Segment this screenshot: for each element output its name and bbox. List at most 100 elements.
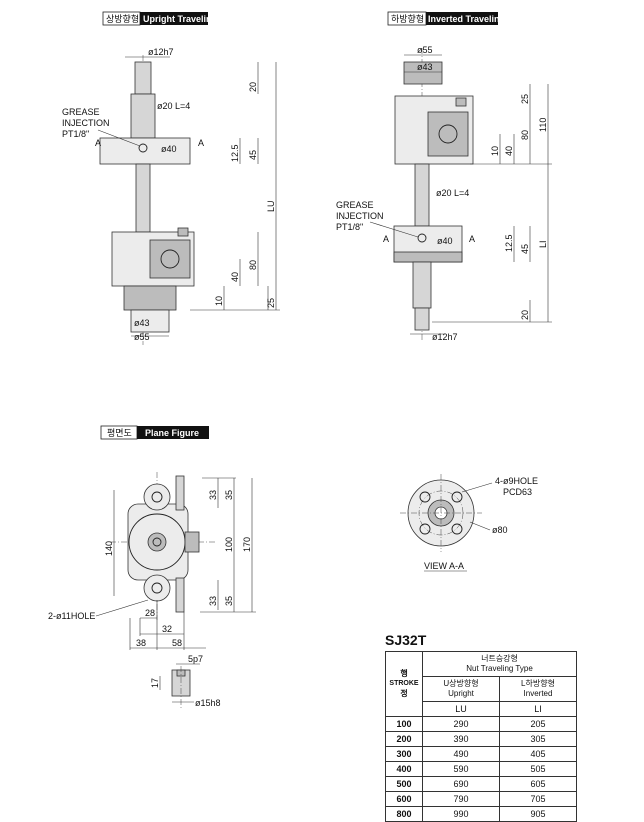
upright-grease-line2: INJECTION (62, 118, 110, 128)
group-ko: 너트승강형 (481, 654, 518, 663)
inverted-vent (455, 97, 467, 107)
inverted-top-boss (403, 61, 443, 85)
plane-dim-58: 58 (172, 638, 182, 648)
lu-cell: 990 (422, 806, 500, 822)
upright-base-43-dim: ø43 (134, 318, 150, 328)
stroke-cell: 500 (385, 776, 423, 792)
inverted-dim-10: 10 (490, 146, 500, 156)
upright-dim-45: 45 (248, 150, 258, 160)
view-aa-dim-line (461, 482, 493, 493)
inverted-section-a-right: A (469, 234, 475, 244)
inverted-label-en: Inverted Traveling (428, 14, 505, 24)
li-cell: 405 (499, 746, 577, 762)
upright-dim-80: 80 (248, 260, 258, 270)
upright-col-header: U상방향형 Upright (422, 676, 500, 702)
plane-dim-100: 100 (224, 537, 234, 552)
view-aa-pcd-label: PCD63 (503, 487, 532, 497)
upright-worm-housing (149, 239, 191, 279)
table-row: 800 990 905 (385, 806, 577, 822)
inverted-dim-25: 25 (520, 94, 530, 104)
table-row: 500 690 605 (385, 776, 577, 792)
plane-dim-35-bot: 35 (224, 596, 234, 606)
li-cell: 205 (499, 716, 577, 732)
stroke-cell: 800 (385, 806, 423, 822)
inverted-collar (412, 261, 432, 309)
plane-label-ko: 평면도 (107, 428, 132, 438)
upright-shaft-tip-dim: ø12h7 (148, 47, 174, 57)
lu-cell: 390 (422, 731, 500, 747)
group-en: Nut Traveling Type (466, 664, 533, 673)
stroke-header: 행 STROKE 정 (385, 651, 423, 717)
inverted-collar-dim: ø20 L=4 (436, 188, 469, 198)
upright-dim-12-5: 12.5 (230, 144, 240, 162)
stroke-cell: 100 (385, 716, 423, 732)
table-row: 600 790 705 (385, 791, 577, 807)
plane-bottom-hole (151, 582, 163, 594)
col-li: LI (499, 701, 577, 717)
upright-worm-shaft (160, 249, 180, 269)
inverted-worm-housing (427, 111, 469, 157)
stroke-ko-2: 정 (400, 689, 408, 698)
table-row: 300 490 405 (385, 746, 577, 762)
stroke-cell: 400 (385, 761, 423, 777)
plane-screw-core (152, 537, 162, 547)
upright-label-ko: 상방향형 (106, 13, 139, 24)
inverted-dim-li: LI (538, 240, 548, 248)
view-aa-hole-2 (451, 491, 463, 503)
inverted-dim-12-5: 12.5 (504, 234, 514, 252)
plane-dim-line (95, 599, 149, 617)
stroke-cell: 200 (385, 731, 423, 747)
inverted-nut-flange (393, 251, 463, 263)
inverted-ko: L하방향형 (521, 679, 555, 688)
plane-worm-top (175, 475, 185, 511)
spec-table: 행 STROKE 정 너트승강형 Nut Traveling Type U상방향… (385, 651, 577, 822)
plane-dim-140: 140 (104, 541, 114, 556)
plane-dim-17: 17 (150, 678, 160, 688)
upright-shaft-tip (134, 61, 152, 95)
view-aa-dia-label: ø80 (492, 525, 508, 535)
upright-collar-dim: ø20 L=4 (157, 101, 190, 111)
lu-cell: 590 (422, 761, 500, 777)
plane-label-en-box (137, 426, 209, 439)
upright-vent (177, 227, 189, 237)
upright-grease-fitting (138, 143, 148, 153)
plane-motor-boss (184, 531, 200, 553)
table-row: 100 290 205 (385, 716, 577, 732)
upright-base (123, 285, 177, 311)
inverted-col-header: L하방향형 Inverted (499, 676, 577, 702)
inverted-worm-shaft (438, 124, 458, 144)
li-cell: 305 (499, 731, 577, 747)
inverted-top-55-dim: ø55 (417, 45, 433, 55)
inverted-en: Inverted (523, 689, 553, 698)
plane-screw-end (147, 532, 167, 552)
plane-bottom-lug (143, 574, 171, 602)
plane-view: 평면도 Plane Figure 33 35 100 170 33 35 (48, 425, 256, 708)
li-cell: 705 (499, 791, 577, 807)
inverted-dim-40: 40 (504, 146, 514, 156)
upright-dim-10: 10 (214, 296, 224, 306)
plane-tip-dim: ø15h8 (195, 698, 221, 708)
col-lu: LU (422, 701, 500, 717)
plane-key-dim: 5p7 (188, 654, 203, 664)
upright-screw (135, 163, 151, 233)
upright-grease-line1: GREASE (62, 107, 100, 117)
plane-top-hole (151, 491, 163, 503)
plane-dim-33-bot: 33 (208, 596, 218, 606)
upright-view: 상방향형 Upright Traveling ø12h7 ø20 L=4 GRE… (62, 11, 280, 345)
inverted-label-ko: 하방향형 (391, 13, 424, 24)
upright-section-a-left: A (95, 138, 101, 148)
plane-worm-bottom (175, 577, 185, 613)
view-aa-hole-3 (419, 523, 431, 535)
upright-bottom (130, 309, 170, 333)
group-header: 너트승강형 Nut Traveling Type (422, 651, 577, 677)
view-aa-dim-line (469, 521, 491, 531)
inverted-dim-45: 45 (520, 244, 530, 254)
upright-section-a-right: A (198, 138, 204, 148)
plane-dim-38: 38 (136, 638, 146, 648)
stroke-en: STROKE (389, 680, 419, 687)
plane-dim-35-top: 35 (224, 490, 234, 500)
lu-cell: 790 (422, 791, 500, 807)
upright-dim-20: 20 (248, 82, 258, 92)
upright-dim-25: 25 (266, 298, 276, 308)
view-aa-title: VIEW A-A (424, 561, 464, 571)
